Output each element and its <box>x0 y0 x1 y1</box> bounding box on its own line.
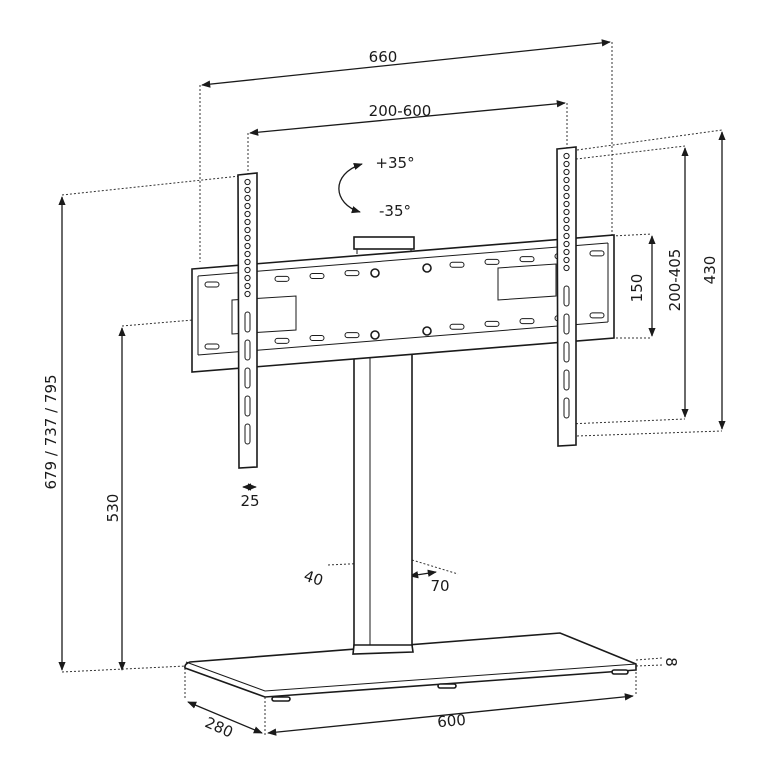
label-base-depth: 280 <box>202 713 235 741</box>
label-tilt-down: -35° <box>379 202 411 220</box>
arm-hole <box>563 256 570 264</box>
dimension-lines <box>58 39 726 736</box>
arm-slot <box>563 313 570 335</box>
tilt-block <box>353 236 415 254</box>
label-base-width: 600 <box>437 711 467 731</box>
base-plate <box>184 632 637 702</box>
arm-hole <box>244 194 251 202</box>
plate-slot <box>484 320 500 327</box>
arm-slot <box>563 369 570 391</box>
label-arm-height: 430 <box>701 256 719 285</box>
label-base-thickness: 8 <box>662 657 680 667</box>
label-tilt-up: +35° <box>375 154 414 172</box>
arm-hole <box>244 234 251 242</box>
arm-hole <box>244 274 251 282</box>
arm-hole <box>244 250 251 258</box>
arm-hole <box>244 290 251 298</box>
arm-hole <box>563 168 570 176</box>
plate-slot <box>204 343 220 350</box>
plate-slot <box>484 258 500 265</box>
left-vertical-arm <box>237 172 258 469</box>
arm-hole <box>244 218 251 226</box>
arm-hole <box>244 202 251 210</box>
right-vertical-arm <box>556 146 577 447</box>
arm-hole <box>244 258 251 266</box>
arm-hole <box>563 248 570 256</box>
plate-slot <box>344 270 360 277</box>
plate-slot <box>589 312 605 319</box>
plate-slot <box>274 337 290 344</box>
plate-slot <box>274 275 290 282</box>
dimension-labels: 660 200-600 +35° -35° 150 200-405 430 67… <box>42 48 719 741</box>
arm-hole <box>563 184 570 192</box>
arm-hole <box>244 242 251 250</box>
plate-slot <box>519 318 535 325</box>
arm-hole <box>563 192 570 200</box>
arm-hole <box>563 240 570 248</box>
arm-hole <box>563 152 570 160</box>
arm-hole <box>563 224 570 232</box>
plate-slot <box>309 334 325 341</box>
arm-hole <box>563 200 570 208</box>
arm-hole <box>563 232 570 240</box>
arm-slot <box>244 339 251 361</box>
arm-hole <box>563 264 570 272</box>
arm-hole <box>563 176 570 184</box>
label-plate-height: 150 <box>628 274 646 303</box>
label-post-width: 70 <box>430 577 449 595</box>
plate-slot <box>449 323 465 330</box>
label-vesa-horizontal: 200-600 <box>369 102 432 120</box>
arm-hole <box>244 266 251 274</box>
arm-hole <box>244 210 251 218</box>
arm-hole <box>563 160 570 168</box>
arm-hole <box>244 226 251 234</box>
label-arm-width: 25 <box>240 492 259 510</box>
arm-slot <box>563 341 570 363</box>
plate-slot <box>309 272 325 279</box>
arm-hole <box>563 216 570 224</box>
arm-slot <box>244 395 251 417</box>
mounting-plate <box>191 234 615 373</box>
arm-hole <box>244 282 251 290</box>
plate-slot <box>344 332 360 339</box>
arm-hole <box>244 186 251 194</box>
label-overall-width: 660 <box>369 48 398 66</box>
arm-hole <box>244 178 251 186</box>
arm-hole <box>563 208 570 216</box>
label-vesa-vertical: 200-405 <box>666 249 684 312</box>
column-post <box>352 344 414 655</box>
arm-slot <box>563 397 570 419</box>
plate-slot <box>589 250 605 257</box>
label-total-height: 679 / 737 / 795 <box>42 374 60 489</box>
plate-slot <box>449 261 465 268</box>
arm-slot <box>563 285 570 307</box>
arm-slot <box>244 367 251 389</box>
label-bracket-height: 530 <box>104 494 122 523</box>
arm-slot <box>244 311 251 333</box>
extension-lines <box>61 42 723 735</box>
arm-slot <box>244 423 251 445</box>
label-post-depth: 40 <box>302 567 326 590</box>
plate-slot <box>204 281 220 288</box>
plate-slot <box>519 256 535 263</box>
